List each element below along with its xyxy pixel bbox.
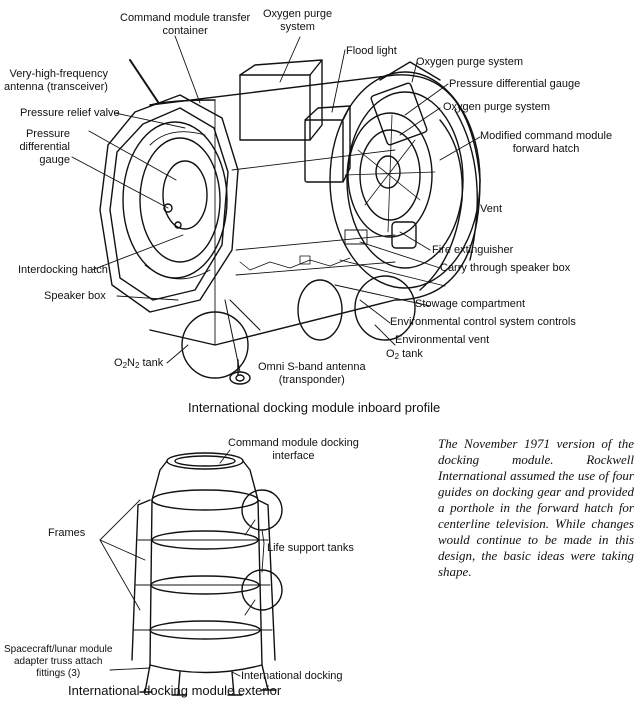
o2n2-sub1: 2 bbox=[122, 361, 128, 370]
label-oxygen-purge-top: Oxygen purge system bbox=[263, 8, 333, 33]
label-flood-light: Flood light bbox=[346, 45, 397, 57]
caption-exterior: International docking module exterior bbox=[68, 683, 282, 698]
label-env-vent: Environmental vent bbox=[395, 334, 490, 346]
inboard-profile-drawing bbox=[71, 35, 481, 385]
label-truss-fittings: Spacecraft/lunar module adapter truss at… bbox=[4, 644, 113, 679]
label-pressure-diff-right: Pressure differential gauge bbox=[449, 78, 581, 90]
label-omni-antenna: Omni S-band antenna (transponder) bbox=[258, 361, 366, 386]
o2n2-o: O bbox=[114, 357, 123, 369]
o2n2-n: N bbox=[127, 357, 135, 369]
label-vhf-antenna: Very-high-frequency antenna (transceiver… bbox=[4, 68, 108, 93]
label-life-support: Life support tanks bbox=[267, 542, 354, 554]
label-interdocking-hatch: Interdocking hatch bbox=[18, 264, 108, 276]
label-modified-hatch: Modified command module forward hatch bbox=[480, 130, 613, 155]
caption-inboard-profile: International docking module inboard pro… bbox=[188, 400, 441, 415]
label-frames: Frames bbox=[48, 527, 86, 539]
exterior-drawing bbox=[99, 449, 283, 696]
label-speaker-box: Speaker box bbox=[44, 290, 106, 302]
label-pressure-relief: Pressure relief valve bbox=[20, 107, 120, 119]
o2-o: O bbox=[386, 348, 395, 360]
label-ecs-controls: Environmental control system controls bbox=[390, 316, 576, 328]
o2n2-sub2: 2 bbox=[134, 361, 140, 370]
label-stowage: Stowage compartment bbox=[415, 298, 526, 310]
label-pressure-diff-left: Pressure differential gauge bbox=[19, 128, 70, 166]
label-cm-docking-interface: Command module docking interface bbox=[228, 437, 359, 462]
o2-sub: 2 bbox=[394, 352, 400, 361]
label-vent: Vent bbox=[480, 203, 503, 215]
label-carry-speaker: Carry through speaker box bbox=[440, 262, 571, 274]
o2n2-tail: tank bbox=[139, 357, 164, 369]
label-oxygen-purge-3: Oxygen purge system bbox=[443, 101, 550, 113]
label-cm-transfer-container: Command module transfer container bbox=[120, 12, 251, 37]
figure-note: The November 1971 version of the docking… bbox=[438, 436, 634, 579]
label-international-docking: International docking bbox=[241, 670, 343, 682]
label-o2-tank: O2 tank bbox=[386, 348, 423, 363]
label-fire-extinguisher: Fire extinguisher bbox=[432, 244, 514, 256]
label-oxygen-purge-2: Oxygen purge system bbox=[416, 56, 523, 68]
label-o2n2-tank: O2N2 tank bbox=[114, 357, 163, 372]
o2-tail: tank bbox=[399, 348, 423, 360]
